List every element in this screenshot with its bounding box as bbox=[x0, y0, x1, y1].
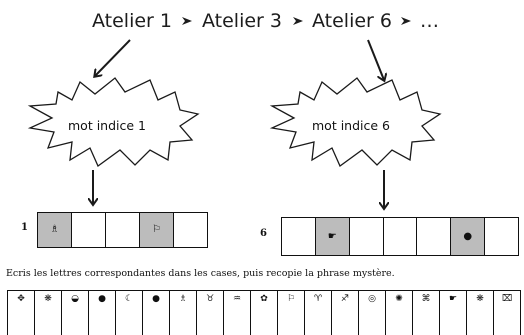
alphabet-cell: ♈ bbox=[305, 291, 332, 335]
letter-box[interactable]: ⚐ bbox=[140, 213, 174, 247]
letter-box[interactable] bbox=[485, 218, 518, 255]
burst-label-6: mot indice 6 bbox=[312, 118, 390, 133]
alphabet-cell: ❋ bbox=[35, 291, 62, 335]
alphabet-cell: ✥ bbox=[8, 291, 35, 335]
sequence-arrow-icon bbox=[182, 17, 192, 25]
alphabet-cell: ♉ bbox=[197, 291, 224, 335]
alphabet-cell: ⚐ bbox=[278, 291, 305, 335]
alphabet-cell: ♐ bbox=[332, 291, 359, 335]
cipher-symbol-icon: ⌘ bbox=[421, 294, 431, 304]
arrow-to-burst-6 bbox=[367, 39, 384, 80]
cipher-symbol-icon: ⌧ bbox=[501, 294, 513, 304]
cipher-symbol-icon: ♉ bbox=[205, 294, 215, 304]
cipher-symbol-icon: ☛ bbox=[327, 230, 337, 242]
cipher-symbol-icon: ✺ bbox=[395, 294, 403, 304]
sequence-arrow-icon bbox=[293, 17, 303, 25]
arrow-to-burst-1 bbox=[95, 39, 131, 76]
alphabet-cell: ◎ bbox=[359, 291, 386, 335]
cipher-symbol-icon: ♗ bbox=[178, 294, 188, 304]
letter-box[interactable]: ♗ bbox=[38, 213, 72, 247]
cipher-symbol-icon: ● bbox=[152, 294, 160, 304]
grid-number-6: 6 bbox=[260, 228, 267, 239]
workshop-sequence: Atelier 1 Atelier 3 Atelier 6 … bbox=[0, 6, 524, 38]
alphabet-cell: ♒ bbox=[224, 291, 251, 335]
letter-box[interactable] bbox=[174, 213, 207, 247]
cipher-symbol-icon: ❋ bbox=[44, 294, 52, 304]
sequence-item-3: Atelier 6 bbox=[312, 10, 392, 32]
letter-box[interactable] bbox=[417, 218, 452, 255]
letter-box[interactable] bbox=[72, 213, 106, 247]
alphabet-cell: ● bbox=[143, 291, 170, 335]
letter-box[interactable]: ☛ bbox=[315, 218, 350, 255]
alphabet-cell: ⌧ bbox=[494, 291, 520, 335]
alphabet-cell: ⌘ bbox=[413, 291, 440, 335]
letter-box[interactable] bbox=[282, 218, 316, 255]
alphabet-cell: ❋ bbox=[467, 291, 494, 335]
alphabet-cell: ☾ bbox=[116, 291, 143, 335]
cipher-symbol-icon: ◒ bbox=[71, 294, 79, 304]
cipher-symbol-icon: ☾ bbox=[124, 294, 134, 304]
letter-box[interactable] bbox=[350, 218, 384, 255]
alphabet-cell: ☛ bbox=[440, 291, 467, 335]
letter-box[interactable] bbox=[106, 213, 140, 247]
cipher-symbol-icon: ♗ bbox=[50, 224, 59, 235]
grid-number-1: 1 bbox=[21, 222, 28, 233]
cipher-symbol-icon: ♒ bbox=[232, 294, 242, 304]
letter-grid-1: ♗⚐ bbox=[37, 212, 208, 248]
letter-box[interactable] bbox=[384, 218, 418, 255]
letter-grid-6: ☛● bbox=[281, 217, 519, 256]
cipher-symbol-icon: ● bbox=[98, 294, 106, 304]
cipher-symbol-icon: ◎ bbox=[368, 294, 376, 304]
sequence-item-2: Atelier 3 bbox=[202, 10, 282, 32]
explosion-shape-6 bbox=[269, 77, 442, 167]
alphabet-cell: ◒ bbox=[62, 291, 89, 335]
cipher-symbol-icon: ● bbox=[463, 230, 473, 242]
sequence-item-1: Atelier 1 bbox=[92, 10, 172, 32]
sequence-ellipsis: … bbox=[420, 10, 439, 32]
cipher-symbol-icon: ⚐ bbox=[286, 294, 296, 304]
cipher-symbol-icon: ♈ bbox=[313, 294, 323, 304]
sequence-arrow-icon bbox=[401, 17, 411, 25]
symbol-alphabet-table: ✥ ❋ ◒ ● ☾ ● ♗ ♉ ♒ ✿ ⚐ ♈ ♐ ◎ ✺ ⌘ ☛ ❋ ⌧ bbox=[7, 290, 521, 335]
alphabet-cell: ✿ bbox=[251, 291, 278, 335]
cipher-symbol-icon: ✿ bbox=[260, 294, 268, 304]
explosion-shape-1 bbox=[27, 77, 200, 167]
cipher-symbol-icon: ✥ bbox=[17, 294, 25, 304]
letter-box[interactable]: ● bbox=[451, 218, 486, 255]
alphabet-cell: ✺ bbox=[386, 291, 413, 335]
instruction-text: Ecris les lettres correspondantes dans l… bbox=[6, 268, 395, 279]
alphabet-cell: ♗ bbox=[170, 291, 197, 335]
cipher-symbol-icon: ❋ bbox=[476, 294, 484, 304]
cipher-symbol-icon: ♐ bbox=[340, 294, 350, 304]
cipher-symbol-icon: ⚐ bbox=[152, 224, 161, 235]
alphabet-cell: ● bbox=[89, 291, 116, 335]
burst-label-1: mot indice 1 bbox=[68, 118, 146, 133]
cipher-symbol-icon: ☛ bbox=[448, 294, 458, 304]
